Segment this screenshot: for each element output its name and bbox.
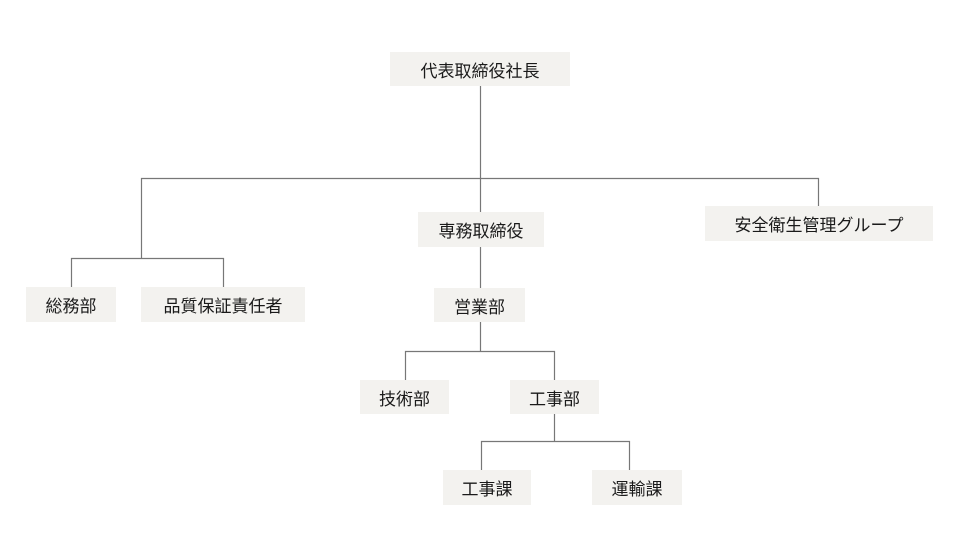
node-president: 代表取締役社長 [390, 52, 570, 86]
node-general-affairs: 総務部 [26, 287, 116, 322]
node-safety-group: 安全衛生管理グループ [705, 206, 933, 241]
connector-construction-bus [480, 413, 631, 470]
node-construction-dept: 工事部 [510, 380, 599, 414]
node-quality-manager: 品質保証責任者 [141, 287, 305, 322]
node-transport-section: 運輸課 [592, 470, 682, 505]
node-engineering: 技術部 [360, 380, 449, 414]
connector-left-bus [70, 257, 225, 289]
node-sales: 営業部 [434, 288, 525, 322]
node-senior-director: 専務取締役 [418, 212, 544, 247]
node-construction-section: 工事課 [443, 470, 531, 505]
connector-sales-bus [404, 321, 556, 380]
